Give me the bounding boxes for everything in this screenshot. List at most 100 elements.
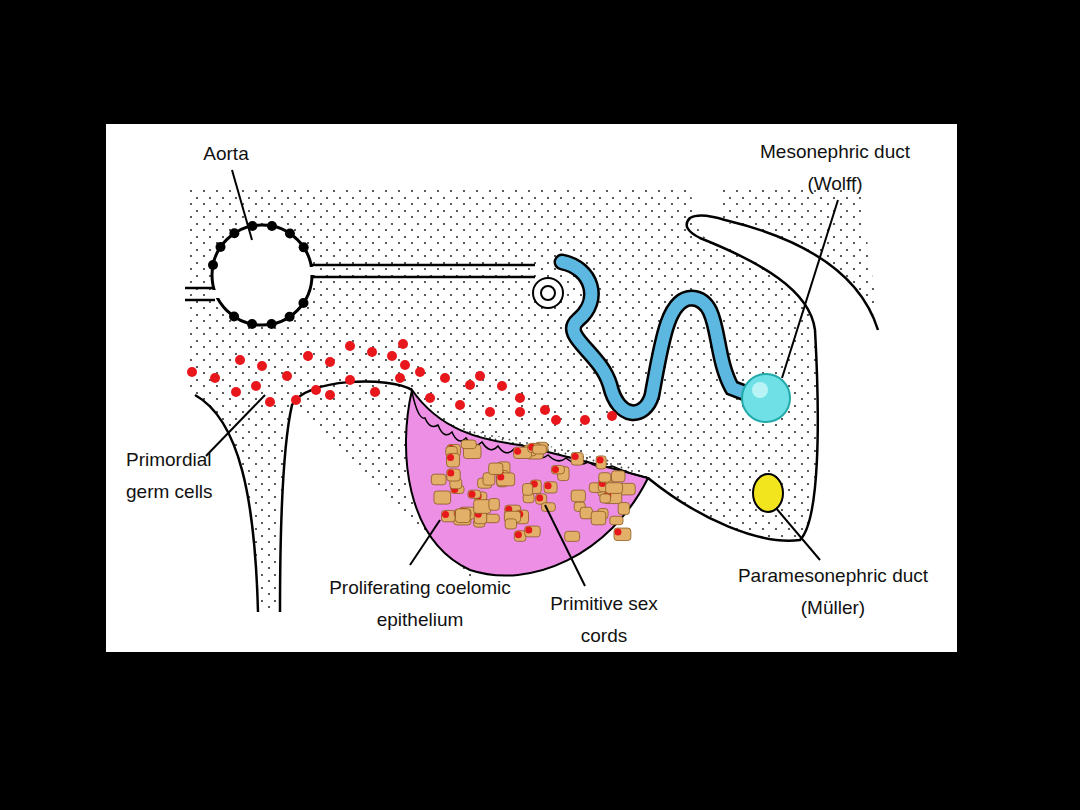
germ-cell	[282, 371, 292, 381]
germ-cell	[367, 347, 377, 357]
germ-cell	[395, 373, 405, 383]
germ-cell	[525, 527, 532, 534]
germ-cell	[345, 375, 355, 385]
cord-cell	[455, 509, 470, 523]
cord-cell	[599, 473, 611, 482]
genital-ridge	[406, 390, 648, 576]
cord-cell	[551, 465, 564, 473]
germ-cell	[545, 482, 552, 489]
germ-cell	[210, 373, 220, 383]
mesonephric-tubule	[562, 262, 758, 413]
cord-cell	[565, 531, 580, 541]
paramesonephric-duct	[753, 474, 783, 512]
cord-cell	[523, 484, 533, 496]
part-label: Proliferating coelomic epithelium	[320, 572, 520, 636]
germ-cell	[415, 367, 425, 377]
cord-cell	[571, 490, 585, 502]
artery-opening	[300, 267, 320, 275]
germ-cell	[325, 357, 335, 367]
endothelial-cell	[298, 298, 308, 308]
cord-cell	[571, 453, 583, 466]
germ-cell	[400, 360, 410, 370]
germ-cell	[425, 393, 435, 403]
leader-lines	[206, 170, 838, 586]
germ-cell	[597, 456, 604, 463]
primordial-germ-cells	[187, 339, 617, 425]
cord-cell	[497, 473, 515, 486]
cord-cell	[505, 519, 516, 529]
endothelial-cell	[247, 319, 257, 329]
cord-cell	[431, 474, 446, 485]
tubule-outline	[562, 262, 758, 413]
cord-cell	[600, 494, 611, 503]
germ-cell	[447, 469, 454, 476]
cord-cell	[580, 507, 592, 519]
germ-cell	[398, 339, 408, 349]
cord-cell	[489, 463, 503, 474]
endothelial-cell	[285, 312, 295, 322]
germ-cell	[536, 494, 543, 501]
germ-cell	[514, 448, 521, 455]
germ-cell	[442, 511, 449, 518]
cord-cell	[489, 498, 500, 510]
cord-cell	[611, 471, 625, 482]
germ-cell	[311, 385, 321, 395]
endothelial-cell	[299, 242, 309, 252]
mesonephric-duct	[742, 374, 790, 422]
germ-cell	[497, 381, 507, 391]
cord-cell	[447, 453, 460, 467]
endothelial-cell	[267, 319, 277, 329]
germ-cell	[345, 341, 355, 351]
germ-cell	[447, 454, 454, 461]
cord-cell	[618, 503, 629, 515]
aorta-endothelium	[208, 221, 309, 329]
cord-cell	[474, 500, 491, 514]
germ-cell	[515, 531, 522, 538]
cord-cell	[544, 482, 557, 493]
cord-cell	[514, 531, 526, 542]
germ-cell	[291, 395, 301, 405]
mesonephric-artery	[310, 265, 535, 277]
germ-cell	[515, 407, 525, 417]
duct-highlight	[752, 382, 768, 398]
glomerulus	[533, 278, 563, 308]
germ-cell	[469, 491, 476, 498]
germ-cell	[325, 390, 335, 400]
germ-cell	[265, 397, 275, 407]
cord-cell	[442, 510, 456, 521]
cord-cell	[596, 456, 606, 469]
germ-cell	[485, 407, 495, 417]
endothelial-cell	[267, 221, 277, 231]
endothelial-cell	[216, 242, 226, 252]
cord-cell	[461, 440, 476, 449]
part-label: Primordial germ cells	[126, 444, 238, 508]
germ-cell	[440, 373, 450, 383]
germ-cell	[515, 393, 525, 403]
aorta	[212, 225, 312, 325]
part-label: Aorta	[176, 138, 276, 170]
germ-cell	[475, 371, 485, 381]
cord-cell	[591, 511, 606, 524]
germ-cell	[251, 381, 261, 391]
stippled-mesenchyme	[720, 190, 880, 330]
cord-cell	[525, 526, 540, 537]
germ-cell	[614, 529, 621, 536]
germ-cell	[303, 351, 313, 361]
germ-cell	[387, 351, 397, 361]
germ-cell	[370, 387, 380, 397]
glomerulus	[541, 286, 555, 300]
cord-cell	[468, 490, 481, 498]
endothelial-cell	[285, 229, 295, 239]
cord-cell	[533, 445, 547, 454]
cord-cell	[447, 469, 460, 481]
cord-cell	[434, 491, 451, 504]
germ-cell	[465, 380, 475, 390]
endothelial-cell	[208, 260, 218, 270]
endothelial-cell	[229, 228, 239, 238]
germ-cell	[235, 355, 245, 365]
cord-cell	[610, 516, 623, 525]
part-label: Paramesonephric duct (Müller)	[708, 560, 958, 624]
stippled-mesenchyme	[185, 190, 818, 612]
